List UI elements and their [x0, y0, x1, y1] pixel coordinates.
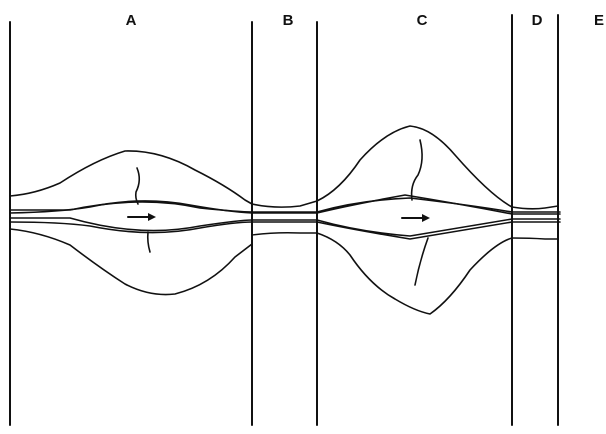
flow-arrow-a	[128, 213, 156, 221]
section-d-lower-wall	[512, 238, 558, 239]
section-b-lower-wall	[252, 233, 317, 235]
zone-label-b: B	[283, 12, 294, 29]
septum-a-upper	[136, 168, 140, 204]
zone-label-a: A	[126, 12, 137, 29]
flow-arrow-c	[402, 214, 430, 222]
zone-label-e: E	[594, 12, 604, 29]
swelling-c-lower-outline	[317, 233, 512, 314]
section-b-upper-wall	[252, 201, 317, 207]
zone-label-d: D	[532, 12, 543, 29]
swelling-c-upper-outline	[317, 126, 512, 207]
channel-upper-wall	[10, 198, 560, 212]
septum-a-lower	[148, 232, 150, 252]
swelling-a-lower-outline	[10, 229, 252, 295]
inner-membrane-upper	[10, 195, 560, 214]
zone-label-c: C	[417, 12, 428, 29]
septum-c-upper	[412, 140, 422, 200]
septum-c-lower	[415, 238, 428, 285]
swelling-a-upper-outline	[10, 151, 252, 204]
section-d-upper-wall	[512, 206, 558, 209]
